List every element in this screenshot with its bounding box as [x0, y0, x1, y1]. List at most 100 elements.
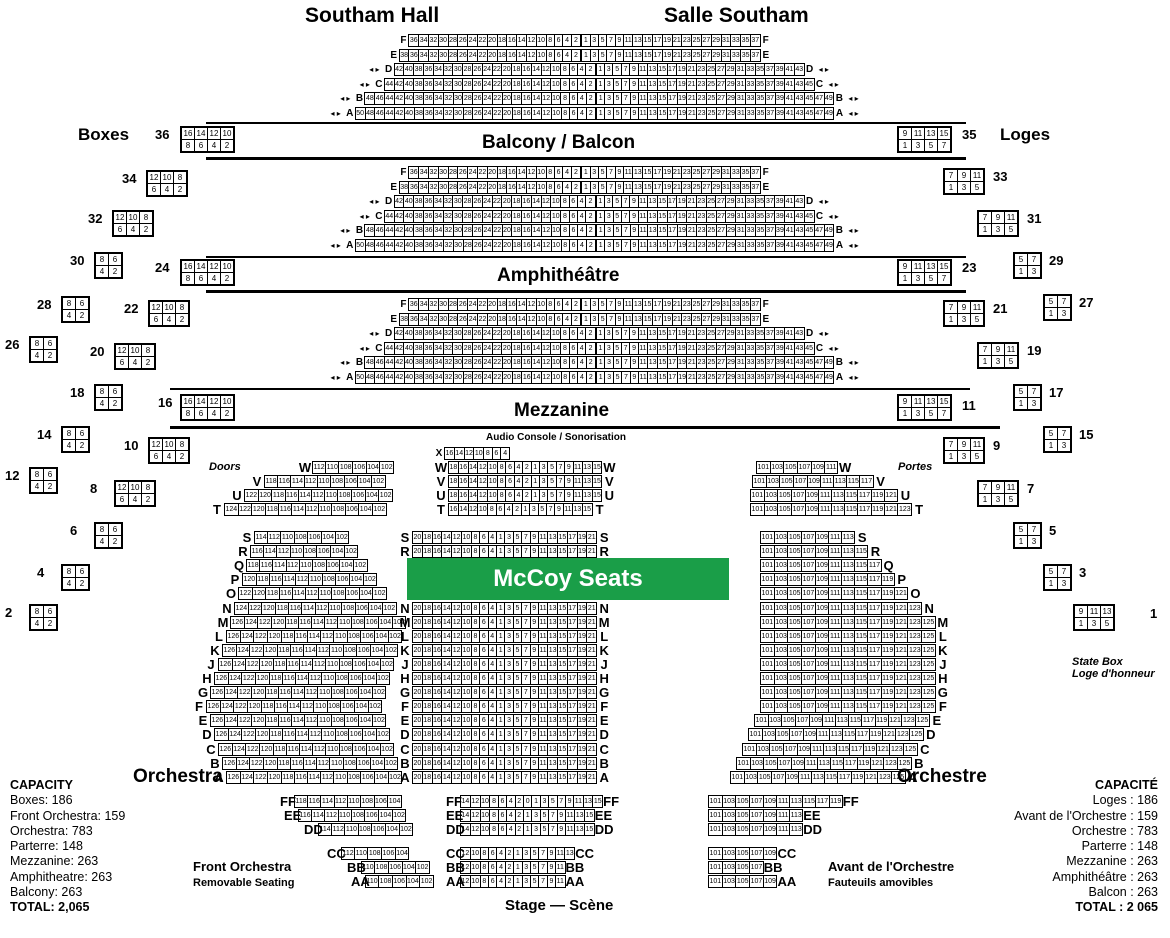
seat[interactable]: 10 — [551, 328, 562, 340]
seat[interactable]: 15 — [558, 715, 568, 727]
box-seat[interactable]: 1 — [1044, 307, 1058, 320]
seat[interactable]: 18 — [498, 181, 508, 193]
seat[interactable]: 24 — [483, 78, 493, 90]
seat[interactable]: 47 — [815, 372, 825, 383]
seat[interactable]: 41 — [785, 342, 795, 354]
box-seat[interactable]: 3 — [911, 272, 925, 285]
seat[interactable]: 40 — [404, 196, 415, 208]
seat[interactable]: 6 — [570, 357, 579, 369]
seat[interactable]: 39 — [775, 210, 786, 222]
seat[interactable]: 2 — [588, 198, 593, 206]
seat[interactable]: 5 — [614, 78, 622, 90]
seat[interactable]: 15 — [658, 210, 668, 222]
seat[interactable]: 9 — [616, 49, 625, 61]
seat[interactable]: 23 — [697, 210, 707, 222]
seat[interactable]: 16 — [507, 167, 518, 178]
seat[interactable]: 13 — [648, 108, 659, 119]
box-seat[interactable]: 10 — [220, 395, 234, 408]
seat[interactable]: 102 — [383, 604, 396, 612]
box-seat[interactable]: 7 — [1057, 565, 1071, 578]
seat[interactable]: 121 — [883, 729, 897, 741]
seat[interactable]: 16 — [433, 757, 443, 769]
seat[interactable]: 7 — [522, 687, 531, 699]
seat[interactable]: 109 — [764, 878, 776, 885]
seat[interactable]: 103 — [775, 546, 789, 558]
seat[interactable]: 101 — [761, 630, 775, 642]
seat[interactable]: 7 — [522, 715, 531, 727]
seat[interactable]: 28 — [449, 35, 459, 46]
seat[interactable]: 9 — [548, 862, 557, 873]
seat[interactable]: 8 — [561, 357, 570, 369]
seat[interactable]: 111 — [829, 630, 843, 642]
seat[interactable]: 19 — [677, 328, 688, 340]
seat[interactable]: 107 — [802, 574, 816, 586]
seat[interactable]: 123 — [908, 604, 921, 612]
seat[interactable]: 108 — [379, 876, 393, 887]
seat[interactable]: 112 — [325, 810, 339, 821]
seat[interactable]: 6 — [480, 771, 489, 783]
seat[interactable]: 124 — [237, 757, 251, 769]
seat[interactable]: 0 — [524, 796, 533, 807]
seat[interactable]: 12 — [452, 616, 462, 628]
seat[interactable]: 13 — [548, 729, 558, 741]
seat[interactable]: 13 — [648, 93, 658, 105]
seat[interactable]: 20 — [413, 630, 423, 642]
seat[interactable]: 118 — [282, 771, 295, 783]
seat[interactable]: 1 — [497, 757, 506, 769]
seat[interactable]: 3 — [505, 658, 514, 670]
seat[interactable]: 48 — [366, 372, 376, 383]
seat[interactable]: 37 — [751, 51, 760, 59]
seat[interactable]: 5 — [614, 210, 622, 222]
seat[interactable]: 101 — [737, 757, 751, 769]
seat[interactable]: 16 — [507, 49, 518, 61]
box-seat[interactable]: 14 — [194, 127, 208, 140]
seat[interactable]: 2 — [516, 796, 524, 807]
seat[interactable]: 11 — [639, 210, 648, 222]
seat[interactable]: 17 — [653, 167, 663, 178]
seat[interactable]: 3 — [532, 810, 541, 821]
seat[interactable]: 45 — [805, 212, 814, 220]
box-seat[interactable]: 11 — [970, 301, 984, 314]
seat[interactable]: 27 — [716, 64, 727, 76]
seat[interactable]: 124 — [233, 743, 247, 755]
seat[interactable]: 109 — [764, 850, 776, 857]
seat[interactable]: 16 — [433, 743, 443, 755]
seat[interactable]: 18 — [423, 715, 433, 727]
box-seat[interactable]: 5 — [1004, 223, 1018, 236]
box-seat[interactable]: 9 — [898, 127, 912, 140]
seat[interactable]: 3 — [591, 35, 599, 46]
seat[interactable]: 36 — [409, 299, 420, 310]
seat[interactable]: 113 — [836, 715, 850, 727]
seat[interactable]: 14 — [442, 630, 453, 642]
seat[interactable]: 7 — [622, 240, 631, 251]
seat[interactable]: 17 — [568, 658, 578, 670]
seat[interactable]: 34 — [434, 93, 444, 105]
box-seat[interactable]: 6 — [113, 223, 127, 236]
seat[interactable]: 37 — [751, 183, 760, 191]
seat[interactable]: 35 — [756, 196, 766, 208]
seat[interactable]: 12 — [452, 644, 462, 656]
box-seat[interactable]: 8 — [173, 171, 187, 184]
seat[interactable]: 6 — [555, 49, 564, 61]
seat[interactable]: 5 — [599, 181, 608, 193]
seat[interactable]: 112 — [305, 715, 319, 727]
seat[interactable]: 1 — [497, 701, 506, 713]
seat[interactable]: 7 — [622, 196, 631, 208]
seat[interactable]: 121 — [895, 590, 907, 598]
seat[interactable]: 16 — [445, 448, 455, 459]
seat[interactable]: 105 — [788, 658, 803, 670]
seat[interactable]: 3 — [605, 78, 614, 90]
seat[interactable]: 7 — [622, 108, 631, 119]
seat[interactable]: 49 — [825, 110, 833, 117]
seat[interactable]: 118 — [286, 616, 299, 628]
seat[interactable]: 8 — [562, 108, 570, 119]
seat[interactable]: 7 — [557, 490, 566, 501]
seat[interactable]: 36 — [424, 328, 434, 340]
seat[interactable]: 10 — [551, 78, 562, 90]
seat[interactable]: 10 — [551, 196, 562, 208]
seat[interactable]: 11 — [539, 715, 549, 727]
seat[interactable]: 14 — [442, 616, 453, 628]
